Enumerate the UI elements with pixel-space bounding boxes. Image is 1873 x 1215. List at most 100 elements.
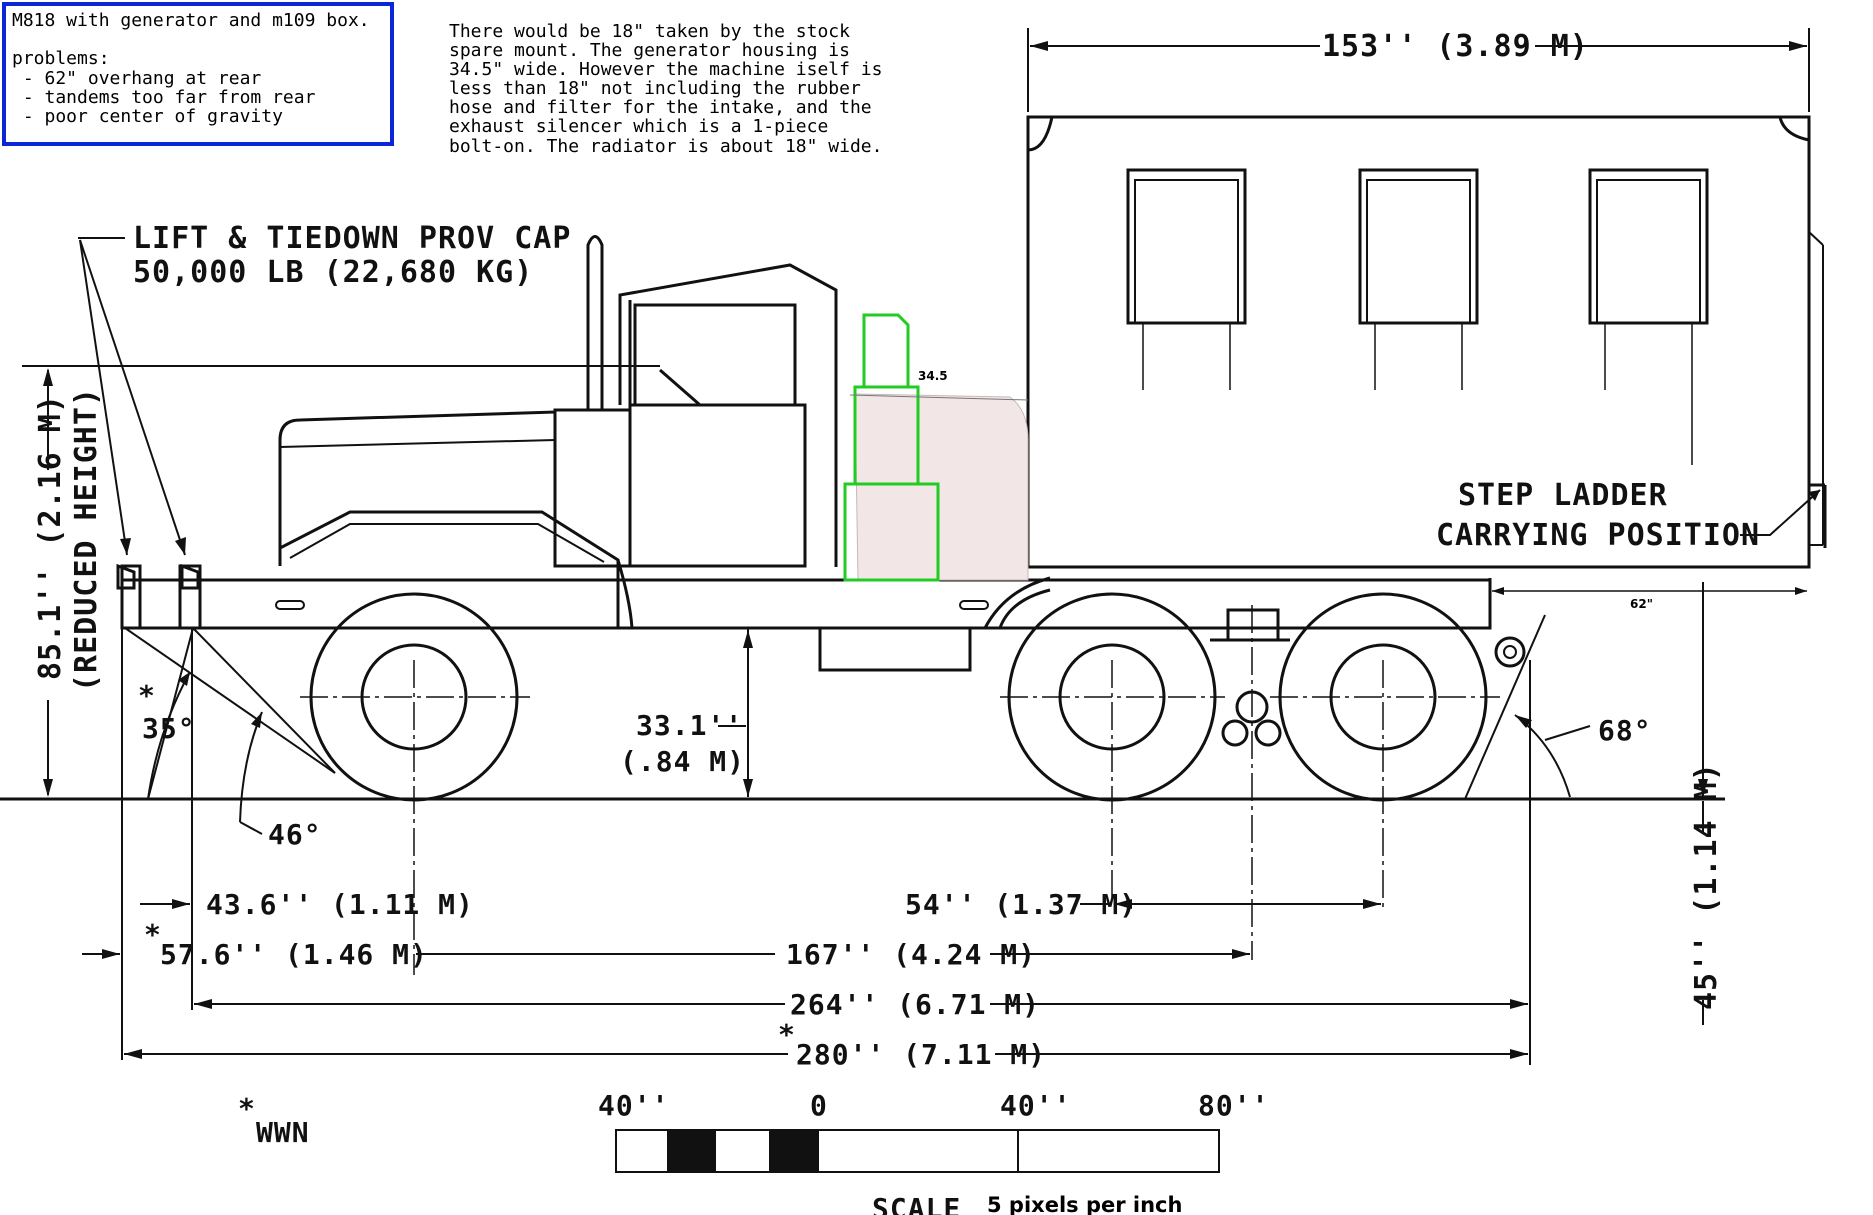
scale-note: 5 pixels per inch <box>987 1193 1182 1215</box>
lift-arrow <box>120 538 131 555</box>
dim-arrow <box>1698 779 1708 797</box>
fuel-tank <box>818 626 972 672</box>
step-ladder-label-1: STEP LADDER <box>1458 478 1668 513</box>
generator-housing <box>854 393 1029 581</box>
lift-arrow <box>175 537 186 555</box>
scale-frame <box>615 1129 1220 1173</box>
dim-arrow <box>102 949 120 959</box>
note-box-border <box>2 2 394 146</box>
frame-slot <box>959 600 989 610</box>
annotation-line: exhaust silencer which is a 1-piece <box>449 116 828 137</box>
dim-arrow <box>124 1049 142 1059</box>
exhaust-stack <box>586 235 604 410</box>
scale-tick: 0 <box>810 1089 828 1122</box>
dim-arrow <box>1789 41 1807 51</box>
cab-window <box>633 303 797 407</box>
note-title: M818 with generator and m109 box. <box>12 10 370 31</box>
front-bumper <box>120 564 142 630</box>
suspension-hub <box>1254 719 1282 747</box>
rear-height-label: 45'' (1.14 M) <box>1689 762 1724 1010</box>
angle-arc <box>239 711 263 823</box>
dim-arrow <box>1492 587 1504 595</box>
dim-arrow <box>1510 999 1528 1009</box>
scale-bar: 40'' 0 40'' 80'' SCALE 5 pixels per inch <box>598 1089 1269 1215</box>
step-ladder-label-2: CARRYING POSITION <box>1436 518 1760 553</box>
dim-arrow <box>1510 1049 1528 1059</box>
scale-tick: 80'' <box>1198 1089 1269 1122</box>
generator-body <box>853 385 920 486</box>
frame-bottom <box>120 567 1492 630</box>
tiedown-hook <box>180 563 200 590</box>
angle-front2-label: 46° <box>268 818 322 851</box>
m818-truck <box>116 235 1526 975</box>
cab-door <box>628 403 807 568</box>
cab-roof <box>618 263 838 567</box>
wwn-footnote: * WWN <box>238 1092 310 1149</box>
generator-annotation: There would be 18" taken by the stock sp… <box>449 21 882 157</box>
dim-280-label: 280'' (7.11 M) <box>796 1038 1046 1071</box>
dim-arrow <box>743 779 753 797</box>
note-problems-label: problems: <box>12 48 110 69</box>
box-window-inner <box>1596 179 1701 324</box>
lift-leader <box>79 239 128 556</box>
front-bumper <box>178 564 202 630</box>
height-label-sub: (REDUCED HEIGHT) <box>69 387 104 692</box>
angle-leader <box>1544 725 1591 741</box>
angle-arc <box>1514 714 1571 798</box>
box-body <box>1026 115 1811 569</box>
box-corner-right <box>1778 116 1810 142</box>
lift-tiedown-callout: LIFT & TIEDOWN PROV CAP 50,000 LB (22,68… <box>78 221 570 556</box>
dim-57-label: 57.6'' (1.46 M) <box>160 938 428 971</box>
dim-167-label: 167'' (4.24 M) <box>786 938 1036 971</box>
fifth-wheel <box>1226 608 1280 642</box>
fender-inner <box>289 523 605 563</box>
lift-label-2: 50,000 LB (22,680 KG) <box>133 255 533 290</box>
ground-clearance: 33.1'' (.84 M) <box>620 628 753 797</box>
hood <box>278 410 557 566</box>
approach-line <box>192 627 336 774</box>
frame-slot <box>275 600 305 610</box>
dim-57-star: * <box>144 918 162 951</box>
pintle-hook <box>1494 636 1526 668</box>
angle-arc <box>147 671 191 800</box>
generator-stack <box>862 313 910 387</box>
angle-front-label: 35° <box>142 712 196 745</box>
fender-rear <box>616 559 634 629</box>
angle-arrow <box>251 712 262 728</box>
scale-label: SCALE <box>872 1192 961 1215</box>
dim-arrow <box>1030 41 1048 51</box>
m109-box: STEP LADDER CARRYING POSITION <box>1026 115 1827 569</box>
approach-line <box>124 627 336 774</box>
step-ladder-leader <box>1740 489 1821 536</box>
rear-fender <box>998 588 1051 629</box>
generator-overlay: 34.5 <box>843 313 1029 582</box>
angle-rear-label: 68° <box>1598 714 1652 747</box>
scale-tick: 40'' <box>598 1089 669 1122</box>
hood-line <box>279 439 556 448</box>
rear-wheel-rear <box>1270 592 1500 802</box>
dim-arrow <box>1795 587 1807 595</box>
angle-leader <box>239 821 263 835</box>
dim-arrow <box>1232 949 1250 959</box>
departure-line <box>1464 614 1546 800</box>
annotation-line: less than 18" not including the rubber <box>449 78 861 99</box>
lift-leader <box>79 239 186 556</box>
dim-arrow <box>43 368 53 386</box>
wwn-label: WWN <box>256 1116 310 1149</box>
height-dimension: 85.1'' (2.16 M) (REDUCED HEIGHT) <box>22 365 660 797</box>
suspension-hub <box>1221 719 1249 747</box>
fender <box>278 510 620 628</box>
annotation-line: 34.5" wide. However the machine iself is <box>449 59 882 80</box>
dim-arrow <box>1114 899 1132 909</box>
box-door-hinge <box>1808 231 1824 246</box>
box-window <box>1358 168 1479 325</box>
overhang-label: 62" <box>1630 597 1653 611</box>
box-corner-left <box>1027 116 1054 152</box>
dim-280-star: * <box>778 1018 796 1051</box>
dim-arrow <box>1363 899 1381 909</box>
angle-arrow <box>178 672 190 686</box>
approach-angles: * 35° 46° <box>121 627 336 1060</box>
dim-arrow <box>172 899 190 909</box>
dim-arrow <box>194 999 212 1009</box>
